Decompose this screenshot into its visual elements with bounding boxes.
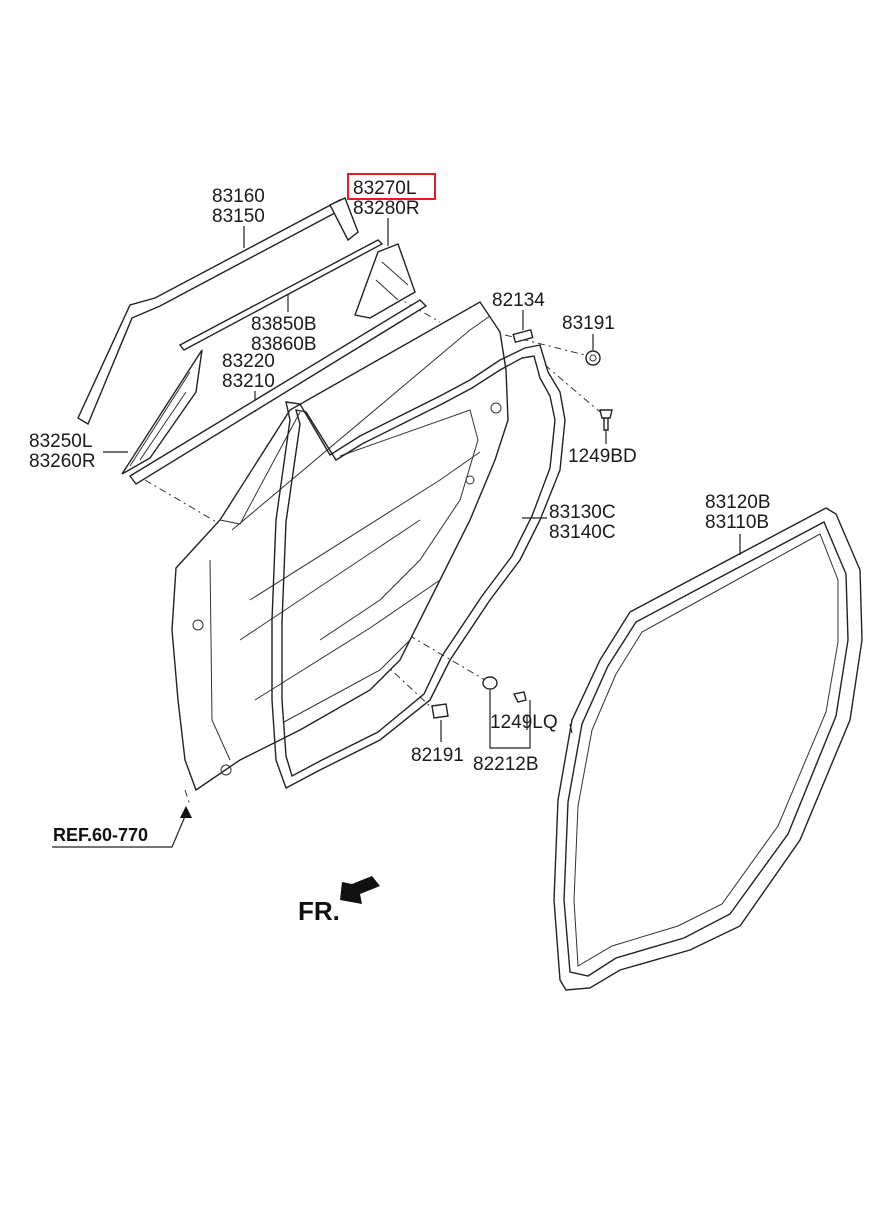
body-weatherstrip-83120B (553, 507, 863, 991)
label-82212B[interactable]: 82212B (473, 754, 539, 775)
label-83270L[interactable]: 83270L (353, 178, 416, 199)
door-frame-line-1 (219, 411, 301, 525)
label-83140C[interactable]: 83140C (549, 522, 616, 543)
door-frame-line-5 (239, 519, 421, 641)
door-hole-3 (490, 402, 502, 414)
assembly-line-5 (544, 364, 601, 413)
part-highlight-box (347, 173, 436, 200)
label-83220[interactable]: 83220 (222, 351, 275, 372)
assembly-line-1 (144, 479, 486, 681)
weatherstrip-83850B (178, 239, 384, 351)
door-frame-line-3 (249, 451, 481, 601)
label-1249BD[interactable]: 1249BD (568, 446, 637, 467)
label-83191[interactable]: 83191 (562, 313, 615, 334)
grommet-83191-inner (589, 354, 597, 362)
grommet-83191 (585, 350, 601, 366)
bolt-1249LQ (512, 691, 527, 703)
label-83260R[interactable]: 83260R (29, 451, 96, 472)
delta-garnish-83250L (121, 349, 203, 475)
bolt-1249BD (599, 409, 613, 431)
door-hole-2 (220, 764, 232, 776)
ref-label[interactable]: REF.60-770 (53, 825, 148, 845)
label-83250L[interactable]: 83250L (29, 431, 92, 452)
label-1249LQ[interactable]: 1249LQ (490, 712, 558, 733)
label-83860B[interactable]: 83860B (251, 334, 317, 355)
label-82134[interactable]: 82134 (492, 290, 545, 311)
label-83130C[interactable]: 83130C (549, 502, 616, 523)
door-panel (171, 301, 509, 792)
assembly-line-4 (504, 334, 586, 356)
window-channel-83160 (77, 199, 350, 426)
channel-bracket (329, 197, 359, 242)
ref-arrow-head (180, 806, 192, 818)
body-weatherstrip-83120B-mid (573, 533, 839, 967)
clip-82134 (512, 328, 534, 344)
belt-molding-83220 (128, 299, 428, 485)
label-82191[interactable]: 82191 (411, 745, 464, 766)
leader-82212B (489, 690, 531, 749)
door-frame-line-2 (231, 315, 491, 531)
label-83210[interactable]: 83210 (222, 371, 275, 392)
door-inner-opening (319, 409, 479, 641)
sash-bracket-83270L (354, 243, 416, 319)
door-frame-line-6 (254, 579, 441, 701)
door-weatherstrip-83130C-inner (281, 355, 556, 778)
sash-bracket-detail (375, 261, 409, 301)
fr-arrow-icon (340, 876, 380, 904)
label-83160[interactable]: 83160 (212, 186, 265, 207)
delta-garnish-detail (129, 371, 191, 467)
door-weatherstrip-83130C (271, 344, 566, 789)
door-frame-line-4 (209, 559, 231, 761)
label-83120B[interactable]: 83120B (705, 492, 771, 513)
direction-label: FR. (298, 896, 340, 926)
label-83110B[interactable]: 83110B (705, 512, 769, 533)
assembly-line-6 (184, 789, 191, 806)
label-83850B[interactable]: 83850B (251, 314, 317, 335)
body-weatherstrip-83120B-inner (563, 521, 849, 977)
label-83280R[interactable]: 83280R (353, 198, 420, 219)
door-hole-1 (192, 619, 204, 631)
label-83150[interactable]: 83150 (212, 206, 265, 227)
door-hole-4 (465, 475, 475, 485)
door-frame-line-7 (283, 639, 411, 723)
plug-82191 (431, 703, 449, 719)
assembly-line-2 (369, 649, 433, 709)
leader-ref (52, 813, 187, 848)
grommet-82212B (482, 676, 498, 690)
